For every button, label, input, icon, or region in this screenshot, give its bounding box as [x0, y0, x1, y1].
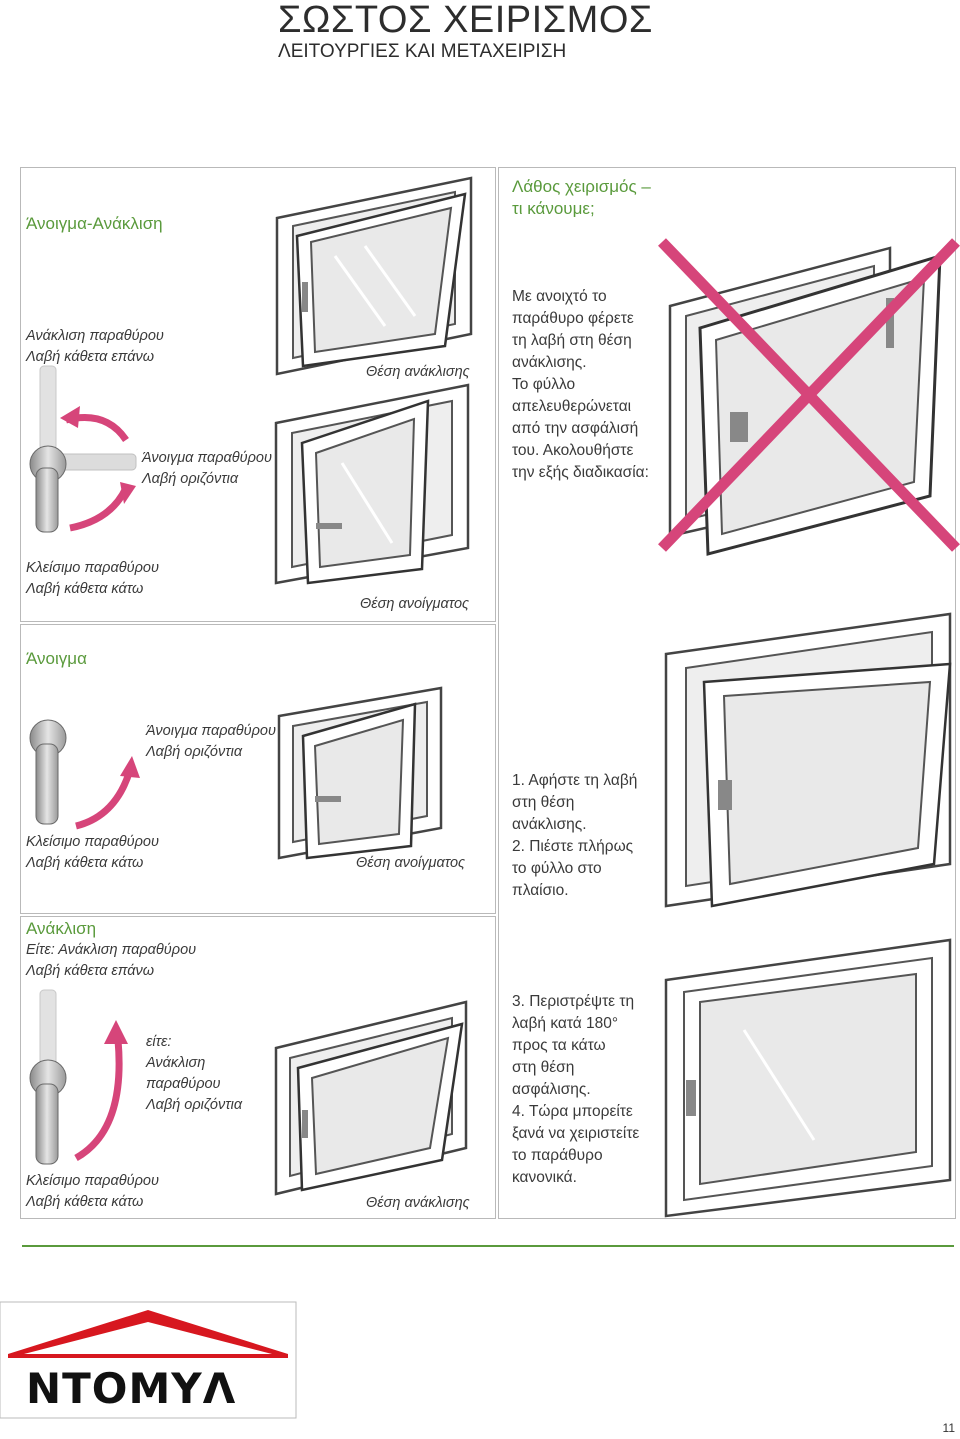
label-handle-down: Κλείσιμο παραθύρου Λαβή κάθετα κάτω: [26, 560, 159, 597]
panel-tilt-turn: [20, 167, 496, 622]
handle-three-positions-icon: [29, 365, 137, 533]
window-open-icon-2: [277, 686, 443, 860]
page-title: ΣΩΣΤΟΣ ΧΕΙΡΙΣΜΟΣ: [278, 0, 653, 41]
window-tilt-icon-2: [274, 1000, 468, 1196]
logo-roof-icon: [0, 1301, 297, 1419]
handle-two-positions-icon: [29, 719, 140, 830]
steps-3-4: 3. Περιστρέψτε τη λαβή κατά 180° προς τα…: [512, 993, 640, 1186]
panel-open: [20, 624, 496, 914]
window-open-icon: [274, 383, 470, 585]
label-tilt-handle-horizontal: είτε: Ανάκλιση παραθύρου Λαβή οριζόντια: [146, 1034, 243, 1113]
page-subtitle: ΛΕΙΤΟΥΡΓΙΕΣ ΚΑΙ ΜΕΤΑΧΕΙΡΙΣΗ: [278, 41, 567, 62]
label-open-position: Θέση ανοίγματος: [360, 596, 470, 612]
section-heading-tilt-turn: Άνοιγμα-Ανάκλιση: [26, 214, 163, 233]
brand-logo: ΝΤΟΜΥΛ: [0, 1301, 297, 1419]
label-open-handle-down: Κλείσιμο παραθύρου Λαβή κάθετα κάτω: [26, 834, 159, 871]
panel-tilt: [20, 916, 496, 1219]
label-tilt-handle-down: Κλείσιμο παραθύρου Λαβή κάθετα κάτω: [26, 1173, 159, 1210]
label-handle-horizontal: Άνοιγμα παραθύρου Λαβή οριζόντια: [142, 450, 272, 487]
handle-tilt-positions-icon: [29, 989, 128, 1165]
label-tilt-position-2: Θέση ανάκλισης: [366, 1195, 470, 1211]
label-open-handle-horizontal: Άνοιγμα παραθύρου Λαβή οριζόντια: [146, 723, 276, 760]
panel-wrong-handling: [498, 167, 956, 1219]
label-tilt-position: Θέση ανάκλισης: [366, 364, 470, 380]
section-heading-open: Άνοιγμα: [26, 649, 87, 668]
steps-1-2: 1. Αφήστε τη λαβή στη θέση ανάκλισης. 2.…: [512, 772, 638, 899]
page-number: 11: [942, 1421, 955, 1435]
logo-text: ΝΤΟΜΥΛ: [26, 1364, 237, 1413]
wrong-handling-description: Με ανοιχτό το παράθυρο φέρετε τη λαβή στ…: [512, 288, 649, 481]
window-step-press-icon: [664, 612, 952, 908]
section-heading-tilt: Ανάκλιση: [26, 919, 97, 938]
window-step-lock-icon: [664, 938, 952, 1218]
window-wrong-handling-icon: [658, 238, 960, 556]
label-handle-up: Ανάκλιση παραθύρου Λαβή κάθετα επάνω: [26, 328, 164, 365]
window-tilt-icon: [275, 176, 473, 376]
label-open-position-2: Θέση ανοίγματος: [356, 855, 466, 871]
section-heading-wrong-handling: Λάθος χειρισμός – τι κάνουμε;: [512, 177, 651, 218]
label-tilt-handle-up: Είτε: Ανάκλιση παραθύρου Λαβή κάθετα επά…: [26, 942, 197, 979]
footer-divider: [22, 1245, 954, 1247]
